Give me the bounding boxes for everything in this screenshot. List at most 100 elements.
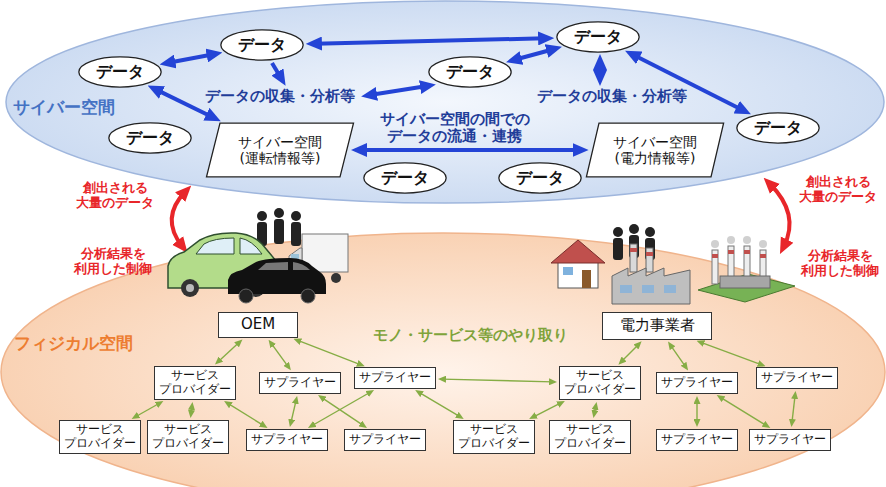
connector [156, 89, 213, 117]
data-label: データ [516, 169, 564, 187]
data-label: データ [754, 119, 802, 137]
band-label-holder: フィジカル空間 [14, 334, 133, 354]
entity-box: サービス プロバイダー [453, 420, 535, 454]
data-ellipse: データ [363, 162, 447, 194]
entity-box: サプライヤー [756, 367, 838, 389]
ellipse-shape [557, 22, 639, 52]
box-label: OEM [241, 316, 275, 333]
entity-box: サービス プロバイダー [154, 366, 236, 400]
entity-box: サプライヤー [656, 372, 738, 394]
label-holder: 創出される 大量のデータ [796, 175, 880, 205]
box-label: サプライヤー [661, 376, 733, 390]
house-window [563, 267, 573, 275]
person-head [629, 224, 639, 234]
entity-box: サプライヤー [344, 429, 426, 451]
box-label: サイバー空間 (電力情報等) [603, 134, 707, 166]
connector [670, 345, 686, 367]
data-ellipse: データ [556, 21, 640, 53]
stack-stripe [728, 250, 734, 254]
power-plant-icon [698, 236, 795, 302]
box-label: サービス プロバイダー [63, 423, 137, 451]
annotation: モノ・サービス等のやり取り [355, 327, 585, 344]
factory-building [612, 268, 690, 304]
person-body [274, 219, 284, 244]
connector [720, 397, 767, 426]
box-label: 電力事業者 [620, 317, 695, 334]
entity-box: サービス プロバイダー [559, 366, 641, 400]
data-ellipse: データ [108, 122, 192, 154]
factory-window [642, 285, 654, 293]
connector [442, 379, 553, 382]
box-label: サービス プロバイダー [457, 423, 531, 451]
factory-window [620, 285, 632, 293]
connector [419, 392, 461, 417]
connector [594, 406, 596, 414]
chimney-stripe [630, 248, 637, 252]
house-wall [558, 262, 598, 288]
annotation: データの収集・分析等 [532, 88, 692, 105]
car-icon [228, 258, 326, 303]
annotation: 創出される 大量のデータ [796, 175, 880, 205]
car-window [258, 262, 288, 270]
factory-icon [612, 244, 690, 304]
pointer-arrow [370, 86, 427, 95]
pointer-arrow [272, 63, 281, 78]
annotation: データの収集・分析等 [195, 88, 365, 105]
edge-label-holder: サイバー空間の間での データの流通・連携 [372, 111, 537, 146]
ellipse-shape [221, 30, 303, 60]
ellipse-shape [79, 57, 161, 87]
edge-label: サイバー空間の間での データの流通・連携 [372, 111, 537, 146]
car-window [196, 238, 234, 254]
data-ellipse: データ [78, 56, 162, 88]
box-label: サプライヤー [359, 371, 431, 385]
ellipse-shape [737, 113, 819, 143]
box-label: サービス プロバイダー [553, 423, 627, 451]
box-label: サプライヤー [251, 433, 323, 447]
connector [168, 54, 213, 63]
connector [271, 343, 289, 367]
person-body [613, 238, 623, 260]
house-roof [551, 240, 605, 263]
band-ellipse [1, 233, 885, 487]
connector [533, 403, 562, 418]
connector [700, 342, 762, 365]
entity-box: サービス プロバイダー [549, 420, 631, 454]
box-label: サービス プロバイダー [151, 423, 225, 451]
data-label: データ [446, 63, 494, 81]
stack-stripe [760, 254, 766, 258]
entity-box: サプライヤー [749, 429, 831, 451]
connector [291, 400, 296, 423]
ellipse-shape [109, 123, 191, 153]
band-label-holder: サイバー空間 [13, 98, 115, 118]
wheel [239, 289, 253, 303]
connector [228, 403, 265, 426]
label-holder: データの収集・分析等 [532, 88, 692, 105]
plant-building [720, 276, 770, 288]
car-window [240, 238, 262, 254]
stack-stripe [744, 250, 750, 254]
annotation: 分析結果を 利用した制御 [71, 247, 155, 277]
box-label: サプライヤー [661, 433, 733, 447]
entity-box: サプライヤー [354, 367, 436, 389]
data-ellipse: データ [428, 56, 512, 88]
person-head [291, 211, 301, 221]
label-holder: 分析結果を 利用した制御 [798, 249, 882, 279]
connector [297, 340, 361, 365]
connector [315, 38, 545, 43]
person-head [274, 208, 284, 218]
label-holder: 創出される 大量のデータ [73, 181, 157, 211]
feedback-arrow [770, 184, 790, 246]
house-icon [551, 240, 605, 288]
connector [515, 49, 554, 60]
person-head [257, 211, 267, 221]
annotation: 分析結果を 利用した制御 [798, 249, 882, 279]
person-body [291, 222, 301, 246]
smoke [743, 236, 751, 244]
label-holder: データの収集・分析等 [195, 88, 365, 105]
people-icon [257, 208, 301, 246]
box-label: サイバー空間 (運転情報等) [223, 134, 337, 166]
car-body [228, 258, 326, 294]
band-label: フィジカル空間 [14, 334, 133, 354]
box-label: サービス プロバイダー [158, 369, 232, 397]
